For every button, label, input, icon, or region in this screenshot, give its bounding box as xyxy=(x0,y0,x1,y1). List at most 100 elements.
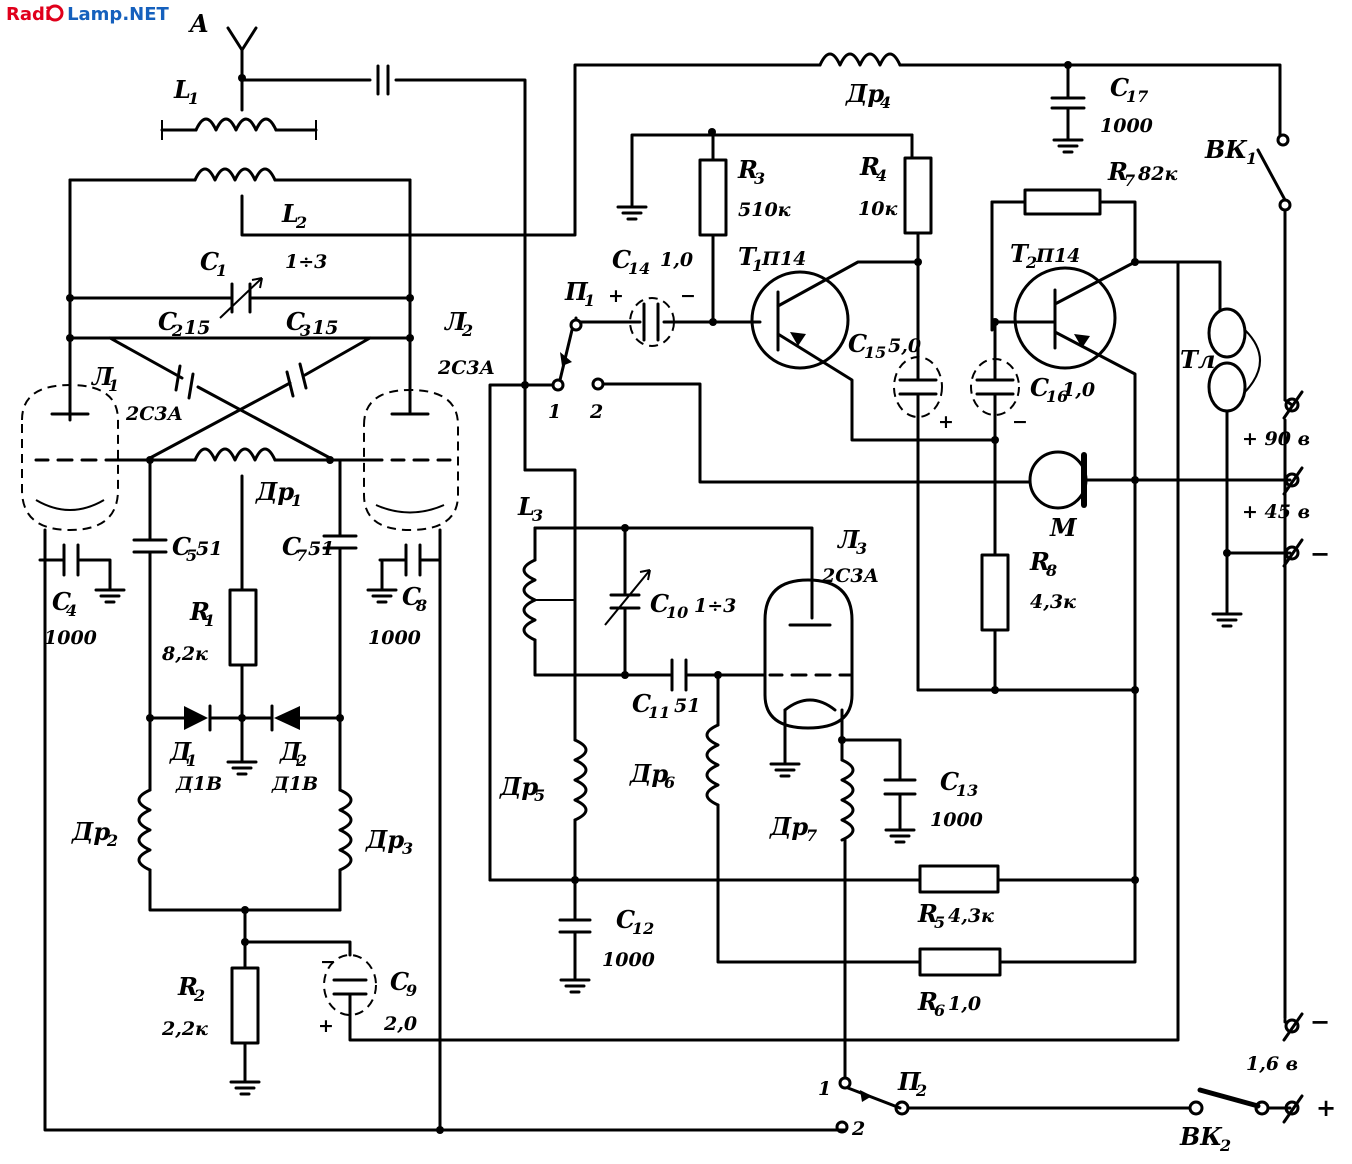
t1-label: Т xyxy=(738,242,758,271)
meter-icon: М xyxy=(1028,450,1292,542)
svg-text:1: 1 xyxy=(291,491,302,510)
terminal-90v-label: + 90 в xyxy=(1242,428,1310,450)
tube-l2: Л 2 2С3А xyxy=(328,307,495,532)
watermark-o-icon xyxy=(46,4,64,22)
capacitor-c15: + C 15 5,0 xyxy=(848,260,954,692)
svg-text:2: 2 xyxy=(295,213,307,232)
choke-dr6: Др 6 xyxy=(629,673,922,964)
l3-label: L xyxy=(517,492,535,521)
svg-text:1: 1 xyxy=(818,1078,831,1100)
svg-text:5,0: 5,0 xyxy=(888,335,921,357)
svg-text:2: 2 xyxy=(461,321,473,340)
svg-text:82к: 82к xyxy=(1137,163,1177,185)
svg-text:3: 3 xyxy=(300,321,311,340)
svg-text:3: 3 xyxy=(754,169,765,188)
capacitor-c12: C 12 1000 xyxy=(558,878,655,994)
svg-text:14: 14 xyxy=(628,259,650,278)
coil-l1-label: L xyxy=(173,75,191,104)
svg-text:8: 8 xyxy=(415,596,427,615)
transistor-t1: Т 1 П14 xyxy=(738,242,997,442)
c12-label: C xyxy=(616,905,635,934)
svg-text:2: 2 xyxy=(106,831,118,850)
svg-text:1000: 1000 xyxy=(930,809,983,831)
c15-label: C xyxy=(848,329,867,358)
svg-text:5: 5 xyxy=(534,786,545,805)
r7-label: R xyxy=(1107,157,1128,186)
svg-text:1: 1 xyxy=(1246,149,1257,168)
svg-text:10к: 10к xyxy=(858,198,897,220)
capacitor-c16: − C 16 1,0 xyxy=(970,320,1095,557)
svg-text:2: 2 xyxy=(851,1118,865,1140)
svg-text:4: 4 xyxy=(880,93,891,112)
svg-text:6: 6 xyxy=(934,1001,945,1020)
headphones-label: Тл xyxy=(1180,345,1215,374)
r2-label: R xyxy=(177,972,198,1001)
capacitor-c7: C 7 51 xyxy=(282,458,358,717)
diode-d1: Д 1 Д1В xyxy=(148,704,244,795)
choke-dr7: Др 7 xyxy=(769,738,855,1080)
choke-dr2: Др 2 xyxy=(71,716,342,912)
c13-label: C xyxy=(940,767,959,796)
tube-l3-label: Л xyxy=(836,525,860,554)
svg-text:1000: 1000 xyxy=(602,949,655,971)
choke-dr5: Др 5 xyxy=(499,738,588,882)
svg-text:2С3А: 2С3А xyxy=(821,565,879,587)
capacitor-c4: C 4 1000 xyxy=(38,543,126,649)
c10-label: C xyxy=(650,589,669,618)
capacitor-c3: C 3 15 xyxy=(148,307,372,460)
c8-label: C xyxy=(402,582,421,611)
svg-text:1000: 1000 xyxy=(1100,115,1153,137)
svg-text:7: 7 xyxy=(296,546,307,565)
terminal-minus: − xyxy=(1211,538,1330,628)
c3-label: C xyxy=(286,307,305,336)
svg-text:4: 4 xyxy=(66,601,77,620)
dr5-label: Др xyxy=(499,772,538,801)
terminal-1-6v: − 1,6 в xyxy=(1246,1007,1330,1075)
watermark-text-radi: Radi xyxy=(6,4,51,25)
headphones-icon: Тл xyxy=(1180,307,1261,552)
svg-text:2: 2 xyxy=(295,751,307,770)
svg-text:1,0: 1,0 xyxy=(948,993,981,1015)
svg-text:3: 3 xyxy=(402,839,413,858)
capacitor-c18 xyxy=(376,64,390,96)
svg-text:51: 51 xyxy=(674,695,700,717)
terminal-1-6v-label: 1,6 в xyxy=(1246,1053,1298,1075)
svg-text:1: 1 xyxy=(108,376,119,395)
r4-label: R xyxy=(859,152,880,181)
watermark-text-lamp: Lamp.NET xyxy=(67,4,169,25)
svg-text:3: 3 xyxy=(856,539,867,558)
svg-text:15: 15 xyxy=(864,343,886,362)
resistor-r1: R 1 8,2к xyxy=(161,588,258,717)
svg-text:П14: П14 xyxy=(761,248,806,270)
svg-text:2,0: 2,0 xyxy=(383,1013,417,1035)
svg-text:−: − xyxy=(1012,411,1028,433)
dr6-label: Др xyxy=(629,759,668,788)
resistor-r6: R 6 1,0 xyxy=(917,878,1137,1020)
coil-l2-label: L xyxy=(281,199,299,228)
c2-label: C xyxy=(158,307,177,336)
vk2-label: ВК xyxy=(1179,1122,1223,1151)
svg-text:1÷3: 1÷3 xyxy=(285,251,327,273)
terminal-90v: + 90 в xyxy=(1242,390,1310,450)
svg-text:8: 8 xyxy=(1045,561,1057,580)
svg-text:2С3А: 2С3А xyxy=(125,403,183,425)
choke-dr4: Др 4 xyxy=(818,52,1282,137)
c17-label: C xyxy=(1110,73,1129,102)
c16-label: C xyxy=(1030,373,1049,402)
terminal-45v-label: + 45 в xyxy=(1242,501,1310,523)
tube-l3: Л 3 2С3А xyxy=(763,525,902,782)
terminal-plus-label: + xyxy=(1316,1093,1336,1122)
svg-text:16: 16 xyxy=(1046,387,1068,406)
vk1-label: ВК xyxy=(1204,135,1248,164)
svg-text:3: 3 xyxy=(532,506,543,525)
switch-p2: 1 2 П 2 xyxy=(818,1067,1192,1140)
r8-label: R xyxy=(1029,547,1050,576)
tube-l1-label: Л xyxy=(90,362,114,391)
svg-text:Д1В: Д1В xyxy=(175,773,222,795)
svg-text:1000: 1000 xyxy=(44,627,97,649)
c5-label: C xyxy=(172,532,191,561)
r3-label: R xyxy=(737,155,758,184)
choke-dr3: Др 3 xyxy=(338,716,413,912)
